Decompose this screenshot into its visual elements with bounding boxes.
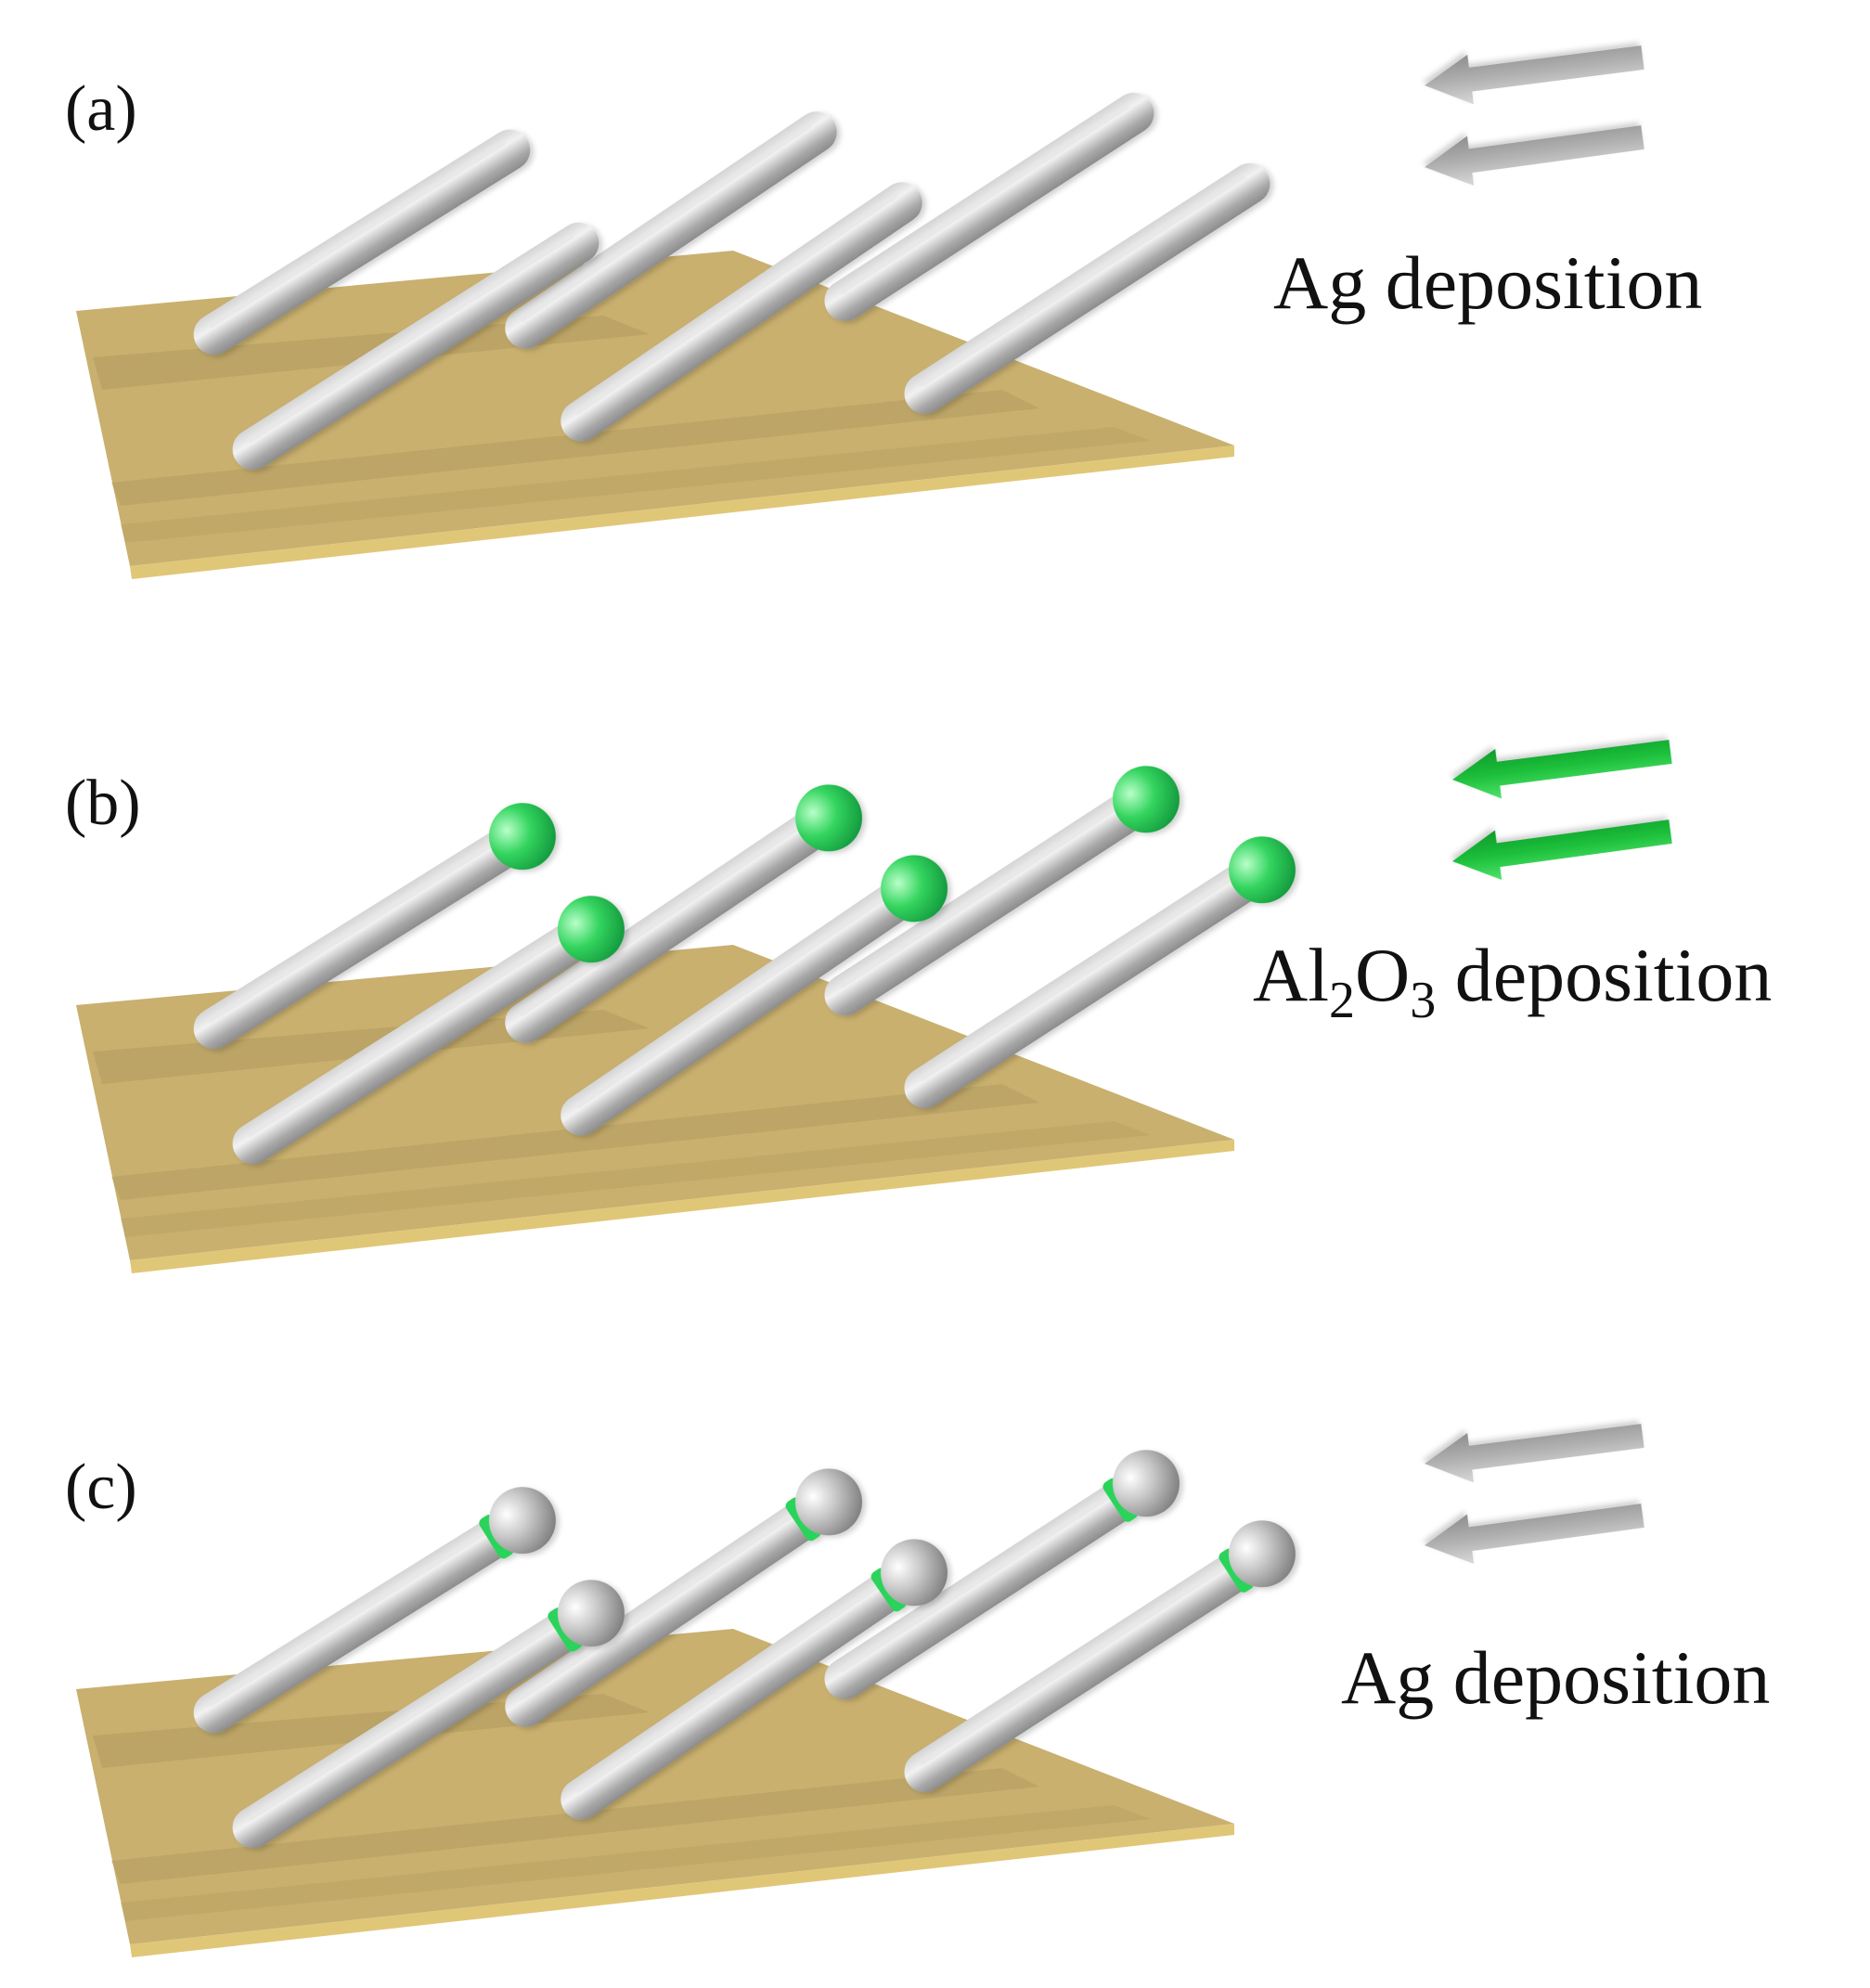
nanorod-highlight	[839, 104, 1129, 295]
deposition-arrow	[1425, 45, 1644, 105]
nanorod-highlight	[520, 818, 812, 1016]
nanorod	[193, 1487, 556, 1734]
substrate-edge	[130, 445, 1234, 579]
nanorod-body	[193, 1507, 531, 1734]
nanorod-body	[904, 1541, 1270, 1793]
nanorod-highlight	[839, 1482, 1129, 1673]
nanorod	[193, 129, 531, 355]
panel-label: (b)	[65, 768, 141, 839]
substrate-shadow	[121, 1121, 1151, 1237]
nanorod	[561, 182, 922, 442]
nanorod	[561, 1539, 948, 1820]
al2o3-cap	[488, 803, 556, 871]
nanorod-highlight	[209, 1519, 506, 1707]
nanorod-highlight	[209, 141, 506, 329]
nanorod-body	[824, 786, 1154, 1016]
nanorod	[505, 111, 837, 349]
nanorod-highlight	[248, 1612, 574, 1822]
nanorod-body	[824, 1470, 1154, 1700]
nanorod	[824, 1450, 1180, 1700]
substrate-top	[76, 945, 1234, 1260]
ag-cap	[881, 1539, 948, 1607]
panel-c: (c) Ag deposition	[65, 1424, 1770, 1957]
nanorod-highlight	[839, 798, 1129, 989]
nanorod-body	[505, 1490, 837, 1727]
deposition-caption: Ag deposition	[1273, 240, 1702, 325]
nanorod-highlight	[520, 123, 812, 322]
al2o3-cap	[795, 784, 863, 852]
deposition-arrow	[1425, 125, 1644, 187]
ag-cap	[1112, 1450, 1180, 1517]
nanorod-body	[904, 857, 1270, 1109]
deposition-caption: Al2O3 deposition	[1253, 933, 1772, 1029]
substrate-shadow	[111, 1084, 1039, 1200]
ag-cap	[795, 1468, 863, 1536]
nanorod-body	[904, 162, 1270, 415]
nanorod-body	[193, 823, 531, 1050]
nanorod-body	[824, 92, 1154, 322]
nanorod-highlight	[248, 928, 574, 1138]
deposition-caption: Ag deposition	[1341, 1635, 1770, 1720]
substrate-shadow	[111, 1768, 1039, 1884]
deposition-arrow	[1425, 1504, 1644, 1565]
nanorod-highlight	[575, 194, 897, 415]
nanorod-highlight	[575, 1572, 897, 1793]
nanorod-body	[505, 806, 837, 1043]
nanorod	[232, 1580, 625, 1849]
al2o3-cap	[1228, 836, 1296, 904]
nanorod-body	[561, 876, 922, 1136]
nanorod-body	[232, 222, 600, 471]
panel-label: (c)	[65, 1452, 137, 1523]
al2o3-cap	[557, 896, 625, 963]
panel-b: (b) Al2O3 deposition	[65, 740, 1772, 1273]
ag-cap	[1228, 1520, 1296, 1588]
nanorod-highlight	[248, 234, 574, 444]
nanorod	[232, 896, 625, 1165]
substrate-shadow	[111, 390, 1039, 506]
substrate-top	[76, 251, 1234, 566]
substrate-top	[76, 1629, 1234, 1944]
nanorod-body	[561, 182, 922, 442]
nanorod	[505, 784, 863, 1043]
nanorod-body	[561, 1560, 922, 1820]
nanorod	[824, 766, 1180, 1016]
ag-cap	[488, 1487, 556, 1555]
nanorod	[193, 803, 556, 1050]
nanorod	[505, 1468, 863, 1727]
substrate-edge	[130, 1824, 1234, 1957]
deposition-arrow	[1452, 740, 1672, 799]
nanorod	[561, 855, 948, 1136]
nanorod	[904, 162, 1270, 415]
deposition-arrow	[1452, 820, 1672, 881]
al2o3-cap	[1112, 766, 1180, 833]
nanorod	[824, 92, 1154, 322]
substrate-shadow	[121, 427, 1151, 543]
nanorod-body	[232, 916, 600, 1165]
nanorod	[232, 222, 600, 471]
nanorod-body	[505, 111, 837, 349]
nanorod	[904, 1520, 1296, 1793]
al2o3-cap	[881, 855, 948, 923]
nanorod-highlight	[575, 888, 897, 1109]
nanorod	[904, 836, 1296, 1109]
nanorod-body	[193, 129, 531, 355]
nanorod-highlight	[919, 869, 1245, 1082]
deposition-arrow	[1425, 1424, 1644, 1483]
ag-cap	[557, 1580, 625, 1647]
nanorod-highlight	[520, 1502, 812, 1700]
nanorod-body	[232, 1600, 600, 1849]
nanorod-highlight	[919, 1553, 1245, 1766]
substrate-shadow	[121, 1805, 1151, 1921]
nanorod-highlight	[919, 174, 1245, 388]
nanorod-highlight	[209, 835, 506, 1023]
substrate-edge	[130, 1140, 1234, 1273]
panel-a: (a) Ag deposition	[65, 45, 1702, 579]
panel-label: (a)	[65, 73, 137, 145]
